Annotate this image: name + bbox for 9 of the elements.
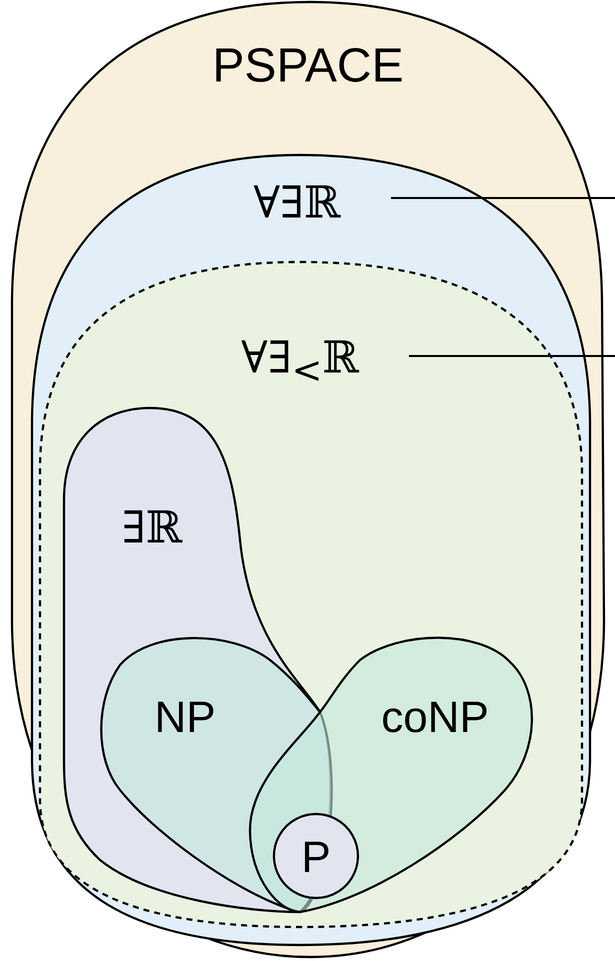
class-label: P [301,833,331,883]
class-label: NP [154,693,216,743]
class-label: coNP [381,693,489,743]
class-label: ∀∃$_{<}$ℝ [241,332,359,392]
class-label: ∀∃ℝ [254,178,340,228]
leader-line [409,355,615,357]
class-label: PSPACE [212,38,404,94]
leader-line [391,197,615,199]
class-label: ∃ℝ [122,502,182,554]
